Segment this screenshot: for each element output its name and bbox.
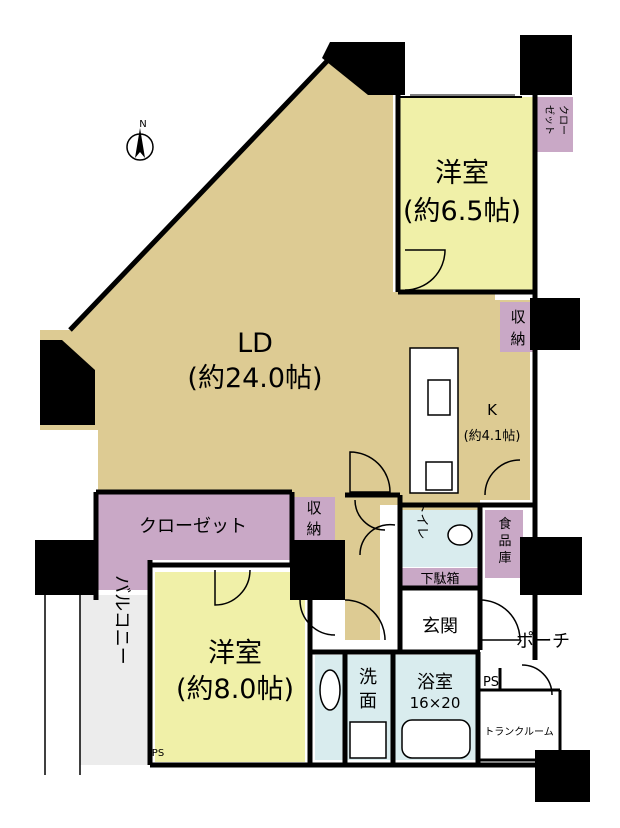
western-room-1-name: 洋室 — [435, 158, 489, 189]
kitchen-name: K — [487, 401, 498, 419]
bathroom-size: 16×20 — [410, 694, 461, 712]
pantry-line1: 食 — [498, 516, 511, 532]
toilet-bowl — [447, 524, 473, 546]
western-room-2 — [155, 572, 305, 762]
western-room-2-size: (約8.0帖) — [176, 674, 294, 705]
western-room-1 — [398, 97, 533, 292]
storage-1-fill — [500, 302, 535, 352]
compass-north-label: N — [139, 119, 146, 130]
washroom-line2: 面 — [359, 691, 377, 712]
pillars — [35, 35, 590, 802]
pantry-fill — [485, 510, 523, 578]
pantry-line2: 品 — [498, 534, 511, 549]
trunk-room-label: トランクルーム — [484, 726, 553, 738]
wash-basin — [319, 669, 341, 711]
bathtub — [401, 719, 471, 759]
walk-in-closet-label: クローゼット — [139, 516, 247, 537]
storage-1-line2: 納 — [510, 330, 525, 348]
closet-top-line2: ゼット — [543, 105, 555, 135]
ps-small-label: PS — [152, 748, 164, 759]
washroom-line1: 洗 — [359, 667, 377, 688]
storage-1-line1: 収 — [510, 308, 525, 326]
closet-top-fill — [533, 97, 573, 152]
walk-in-closet-fill — [95, 493, 290, 590]
stove — [425, 461, 453, 491]
entrance-label: 玄関 — [422, 616, 458, 637]
shoe-box-label: 下駄箱 — [420, 571, 459, 587]
shoe-box-fill — [400, 568, 480, 588]
bathroom-name: 浴室 — [417, 672, 453, 693]
ld-size: (約24.0帖) — [187, 363, 322, 394]
door-swings — [214, 249, 553, 696]
balcony-label: バルコニー — [111, 575, 132, 665]
western-room-2-name: 洋室 — [208, 638, 262, 669]
washing-machine — [349, 721, 387, 759]
storage-2-fill — [293, 497, 335, 542]
kitchen-sink — [427, 379, 451, 416]
compass-north-arrow-icon — [135, 128, 145, 158]
pantry-line3: 庫 — [498, 551, 511, 566]
storage-2-line2: 納 — [306, 520, 321, 538]
compass: N — [126, 119, 154, 161]
closet-top-line1: クロー — [557, 105, 569, 135]
kitchen-size: (約4.1帖) — [464, 429, 521, 444]
ld-name: LD — [237, 328, 273, 359]
entrance-fill — [400, 588, 480, 648]
diagonal-window — [73, 61, 327, 327]
toilet-label: トイレ — [414, 500, 429, 539]
ps-label: PS — [483, 675, 499, 690]
balcony-fill — [80, 595, 152, 765]
storage-2-line1: 収 — [306, 499, 321, 517]
western-room-1-size: (約6.5帖) — [403, 196, 521, 227]
porch-label: ポーチ — [516, 631, 570, 652]
